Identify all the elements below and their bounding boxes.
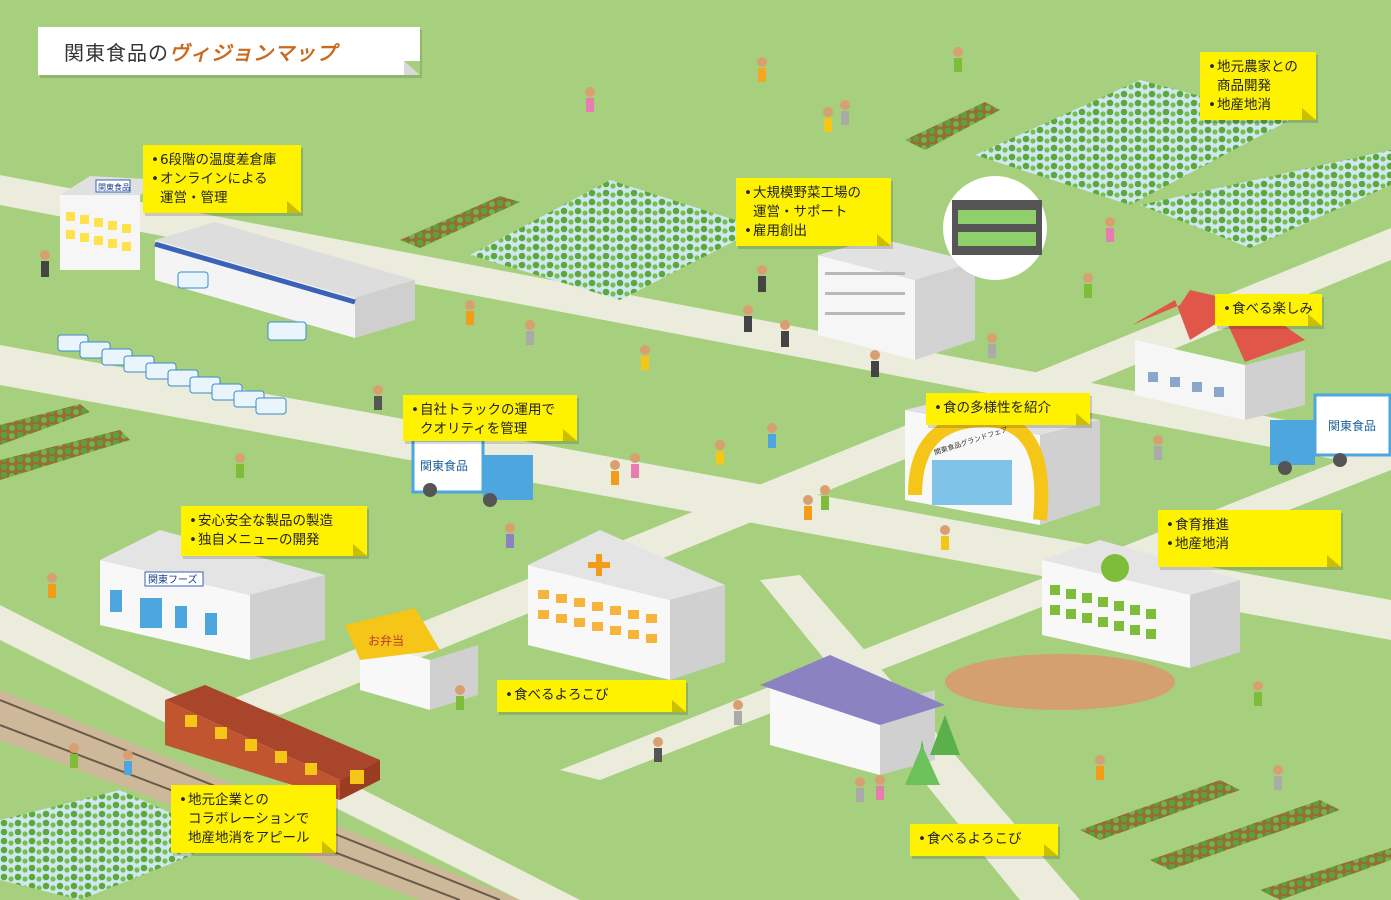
note-line: 雇用創出	[744, 222, 881, 241]
note-line: 食の多様性を紹介	[934, 399, 1080, 418]
note-care-home: 食べるよろこび	[910, 824, 1058, 856]
people	[40, 47, 1283, 802]
map-title-prefix: 関東食品の	[64, 41, 169, 65]
note-line: コラボレーションで	[188, 811, 310, 827]
note-line: 食育推進	[1166, 516, 1331, 535]
beds-w2	[0, 404, 90, 445]
school-track	[945, 654, 1175, 710]
note-restaurant: 食べる楽しみ	[1215, 294, 1322, 326]
train	[165, 685, 380, 800]
care-home-building	[760, 655, 960, 785]
note-line: 独自メニューの開発	[189, 531, 357, 550]
road-diagonal	[230, 228, 1391, 715]
note-line: 食べるよろこび	[505, 686, 676, 705]
note-line: 地産地消	[1208, 96, 1306, 115]
note-school: 食育推進 地産地消	[1158, 510, 1341, 567]
vegetable-factory-building	[818, 176, 1047, 360]
warehouse-building: 関東食品	[60, 176, 415, 338]
note-line: 運営・サポート	[753, 204, 848, 220]
note-warehouse: 6段階の温度差倉庫 オンラインによる 運営・管理	[143, 145, 301, 213]
note-line: 地産地消をアピール	[188, 830, 310, 846]
truck-west-label: 関東食品	[420, 458, 468, 473]
truck-east: 関東食品	[1270, 393, 1391, 475]
note-line: クオリティを管理	[420, 421, 528, 437]
beds-se	[1080, 780, 1240, 840]
note-line: 運営・管理	[160, 190, 228, 206]
beds-w1	[0, 430, 130, 480]
note-line: 安心安全な製品の製造	[189, 512, 357, 531]
note-foods-factory: 安心安全な製品の製造 独自メニューの開発	[181, 506, 367, 556]
hq-sign: 関東食品	[98, 182, 130, 192]
note-trucks: 自社トラックの運用で クオリティを管理	[403, 395, 577, 441]
bento-shop: お弁当	[345, 608, 478, 710]
foods-factory-building: 関東フーズ	[100, 530, 325, 660]
note-hospital: 食べるよろこび	[497, 680, 686, 712]
note-line: 食べるよろこび	[918, 830, 1048, 849]
note-line: 商品開発	[1217, 78, 1271, 94]
note-vegetable-factory: 大規模野菜工場の 運営・サポート 雇用創出	[736, 178, 891, 246]
note-line: 地元農家との	[1208, 58, 1306, 77]
note-railway: 地元企業との コラボレーションで 地産地消をアピール	[171, 785, 336, 853]
note-line: オンラインによる	[151, 170, 291, 189]
map-title: 関東食品のヴィジョンマップ	[64, 37, 337, 66]
field-nw	[470, 180, 760, 300]
note-line: 6段階の温度差倉庫	[151, 151, 291, 170]
restaurant-building	[1132, 290, 1305, 420]
note-line: 地元企業との	[179, 791, 326, 810]
note-line: 自社トラックの運用で	[411, 401, 567, 420]
note-line: 地産地消	[1166, 535, 1331, 554]
truck-west: 関東食品	[411, 438, 533, 507]
field-ne2	[1140, 150, 1391, 248]
map-title-accent: ヴィジョンマップ	[169, 41, 337, 65]
note-line: 大規模野菜工場の	[744, 184, 881, 203]
note-grand-fair: 食の多様性を紹介	[926, 393, 1090, 425]
truck-east-label: 関東食品	[1328, 418, 1376, 433]
note-line: 食べる楽しみ	[1223, 300, 1313, 319]
hospital-building	[528, 530, 725, 680]
note-farmers: 地元農家との 商品開発 地産地消	[1200, 52, 1316, 120]
school-building	[945, 540, 1240, 710]
beds-nw	[400, 196, 520, 248]
bento-sign: お弁当	[368, 633, 404, 648]
foods-sign: 関東フーズ	[148, 573, 198, 586]
beds-se2	[1150, 800, 1340, 870]
map-title-box: 関東食品のヴィジョンマップ	[38, 27, 420, 75]
beds-se3	[1260, 848, 1391, 900]
beds-nne	[905, 102, 1000, 150]
truck-fleet	[57, 271, 307, 415]
